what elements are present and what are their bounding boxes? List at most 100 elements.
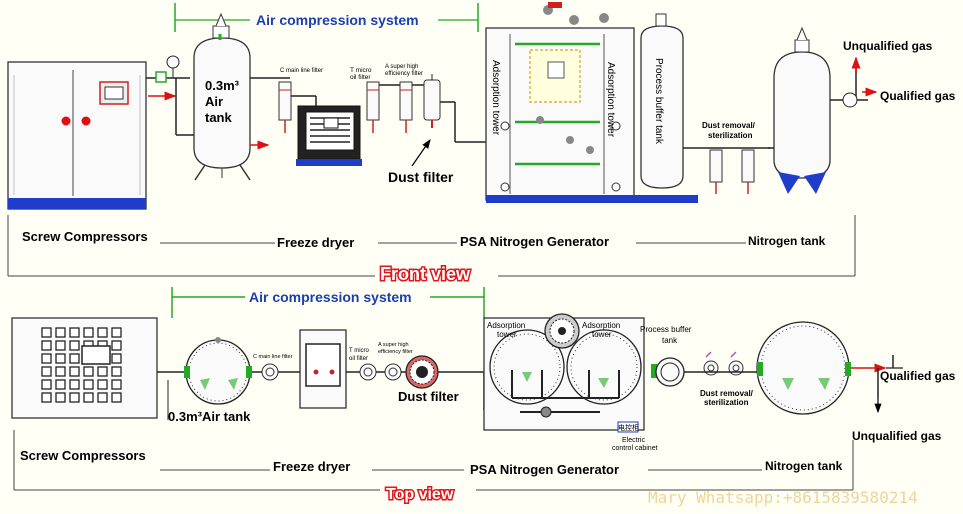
compressor-panel-cell (69, 353, 80, 364)
front-tank-label: tank (205, 110, 233, 125)
top-view-title: Top view (386, 486, 454, 503)
top-screw-compressor (11, 317, 158, 419)
front-a-filter-label-1: A super high (385, 64, 418, 70)
front-air-system-title: Air compression system (256, 12, 419, 28)
compressor-panel-cell (83, 327, 94, 338)
front-dust-filter (423, 79, 441, 128)
front-section-lines (7, 215, 856, 277)
compressor-panel-cell (111, 366, 122, 377)
front-buffer-tank (640, 13, 684, 189)
compressor-panel-cell (111, 379, 122, 390)
top-air-system-title: Air compression system (249, 289, 412, 305)
front-freeze-dryer-label: Freeze dryer (277, 235, 354, 250)
top-c-filter-label: C main line filter (253, 354, 293, 360)
front-t-filter (366, 81, 380, 133)
top-view: Air compression system 0.3m³Air tank C m… (11, 287, 956, 505)
front-freeze-dryer (296, 105, 362, 166)
compressor-panel-cell (111, 392, 122, 403)
top-adsorption-left-2: tower (497, 330, 517, 339)
front-unqualified-gas: Unqualified gas (843, 39, 933, 53)
compressor-panel-cell (83, 379, 94, 390)
top-air-tank (184, 337, 252, 405)
front-nitrogen-tank (768, 26, 831, 194)
front-view: Air compression system 0.3m³ (7, 2, 956, 286)
top-freeze-dryer-label: Freeze dryer (273, 459, 350, 474)
compressor-panel-cell (41, 379, 52, 390)
compressor-panel-cell (55, 327, 66, 338)
top-air-system-bracket (171, 287, 485, 318)
compressor-panel-cell (69, 366, 80, 377)
front-nitrogen-tank-label: Nitrogen tank (748, 234, 826, 248)
compressor-panel-cell (97, 379, 108, 390)
front-c-filter-label: C main line filter (280, 68, 323, 74)
top-c-filter (261, 363, 279, 381)
compressor-panel-cell (41, 340, 52, 351)
front-adsorption-tower-left: Adsorption tower (490, 60, 501, 136)
front-adsorption-tower-right: Adsorption tower (605, 62, 616, 138)
top-buffer-tank (655, 357, 685, 387)
compressor-panel-cell (69, 340, 80, 351)
compressor-panel-cell (69, 327, 80, 338)
top-adsorption-right-2: tower (592, 330, 612, 339)
compressor-panel-cell (55, 392, 66, 403)
top-t-filter (359, 363, 377, 381)
compressor-panel-cell (55, 366, 66, 377)
compressor-panel-cell (97, 366, 108, 377)
top-screw-label: Screw Compressors (20, 448, 146, 463)
compressor-panel-cell (55, 340, 66, 351)
compressor-panel-cell (97, 327, 108, 338)
front-c-filter (278, 81, 292, 133)
top-freeze-dryer (299, 329, 347, 409)
top-dust-filter-label: Dust filter (398, 389, 459, 404)
front-tank-volume: 0.3m³ (205, 78, 240, 93)
compressor-panel-cell (41, 353, 52, 364)
compressor-panel-cell (55, 353, 66, 364)
front-a-filter-label-2: efficiency filter (385, 71, 423, 77)
top-section-lines (13, 430, 854, 491)
front-psa-label: PSA Nitrogen Generator (460, 234, 609, 249)
top-adsorption-left-1: Adsorption (487, 321, 525, 330)
compressor-panel-cell (111, 353, 122, 364)
top-dust-removal-label-2: sterilization (704, 398, 749, 407)
compressor-panel-cell (41, 392, 52, 403)
top-t-filter-label-2: oil filter (349, 356, 368, 362)
compressor-panel-cell (97, 392, 108, 403)
front-t-filter-label-2: oil filter (350, 74, 371, 81)
front-buffer-tank-label: Process buffer tank (653, 58, 664, 145)
top-t-filter-label-1: T micro (349, 348, 370, 354)
front-qualified-gas: Qualified gas (880, 89, 956, 103)
front-air-system-bracket (174, 3, 479, 32)
top-unqualified-gas: Unqualified gas (852, 429, 942, 443)
top-nitrogen-tank (756, 321, 851, 415)
compressor-panel-cell (83, 392, 94, 403)
top-psa-generator (483, 313, 657, 433)
top-qualified-gas: Qualified gas (880, 369, 956, 383)
top-cabinet-label-1: Electric (622, 437, 645, 444)
top-dust-removal (703, 351, 744, 376)
front-t-filter-label-1: T micro (350, 67, 372, 74)
top-buffer-label-2: tank (662, 336, 678, 345)
top-a-filter-label-2: efficiency filter (378, 349, 413, 355)
front-dust-removal-label-1: Dust removal/ (702, 121, 756, 130)
front-dust-filter-label: Dust filter (388, 169, 454, 185)
front-screw-label: Screw Compressors (22, 229, 148, 244)
top-cabinet-label-2: control cabinet (612, 445, 658, 452)
compressor-panel-cell (111, 327, 122, 338)
top-a-filter-label-1: A super high (378, 342, 409, 348)
front-air-tank (193, 12, 251, 181)
top-dust-removal-label-1: Dust removal/ (700, 389, 754, 398)
compressor-panel-cell (69, 392, 80, 403)
front-tank-air: Air (205, 94, 223, 109)
top-nitrogen-tank-label: Nitrogen tank (765, 459, 843, 473)
compressor-panel-cell (41, 366, 52, 377)
front-dust-removal-label-2: sterilization (708, 131, 753, 140)
compressor-panel-cell (41, 327, 52, 338)
front-psa-generator (485, 2, 698, 203)
top-adsorption-right-1: Adsorption (582, 321, 620, 330)
front-screw-compressor (7, 61, 147, 210)
compressor-panel-cell (55, 379, 66, 390)
front-dust-removal (709, 149, 755, 194)
top-a-filter (384, 363, 402, 381)
top-psa-label: PSA Nitrogen Generator (470, 462, 619, 477)
